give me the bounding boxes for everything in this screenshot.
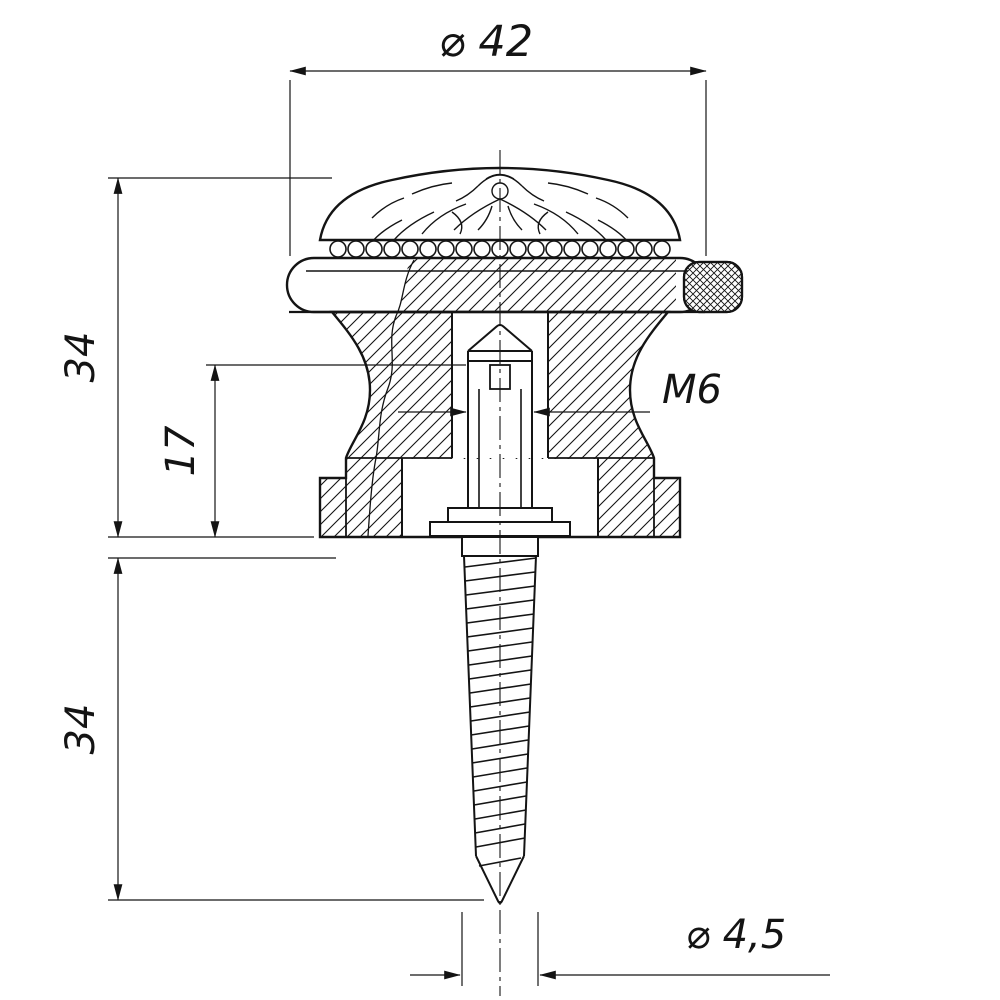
counterbore-edges [401,458,599,536]
screw-tip-thread [478,857,522,867]
thread-label: M6 [662,367,722,413]
dimension-inner-height: 17 [158,364,466,538]
screw-length-label: 34 [58,704,104,755]
dimension-thread: M6 [398,367,722,417]
knob-assembly [285,166,744,539]
stud-core-lines [478,389,522,508]
dimension-screw-diameter: ⌀ 4,5 [410,912,830,986]
knurled-setscrew [682,260,744,314]
section-break-line [367,259,415,537]
base-shoulder-lines [345,457,655,536]
body-outline [318,310,682,539]
screw-outer-edges [463,555,537,857]
dimension-screw-length: 34 [58,557,484,901]
dimension-top-diameter: ⌀ 42 [289,17,707,256]
bore-walls [451,313,549,458]
top-diameter-label: ⌀ 42 [439,17,533,67]
floral-ornament [371,173,629,243]
knob-height-label: 34 [58,332,104,383]
dimension-knob-height: 34 [58,177,332,538]
inner-height-label: 17 [158,425,204,476]
screw-diameter-label: ⌀ 4,5 [686,912,786,958]
